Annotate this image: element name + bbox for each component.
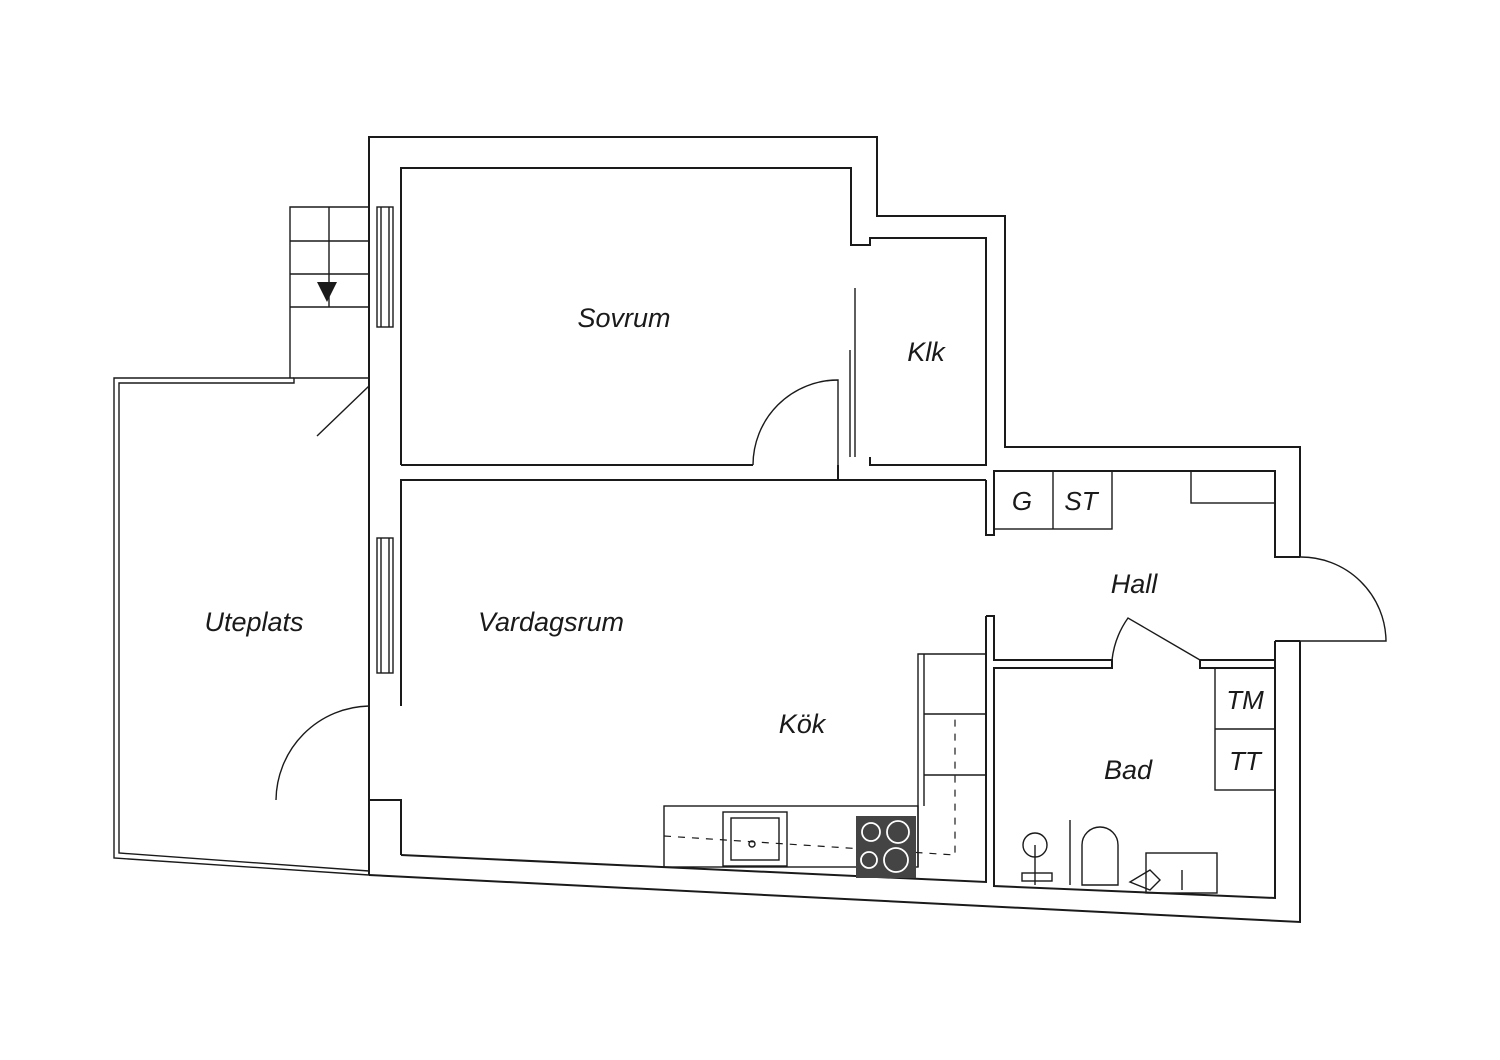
sink bbox=[722, 811, 788, 867]
stair-arrow-icon bbox=[317, 282, 337, 302]
doors bbox=[275, 288, 1387, 801]
room-label-vardagsrum: Vardagsrum bbox=[478, 607, 624, 637]
kitchen-counters bbox=[663, 653, 986, 878]
outer-walls bbox=[368, 136, 1301, 924]
fixture-label-tm: TM bbox=[1226, 685, 1264, 715]
windows bbox=[376, 206, 394, 674]
door-entrance[interactable] bbox=[1299, 556, 1387, 642]
terrace-outline bbox=[113, 206, 370, 876]
door-bathroom[interactable] bbox=[1111, 617, 1201, 661]
room-label-bad: Bad bbox=[1104, 755, 1153, 785]
room-label-sovrum: Sovrum bbox=[577, 303, 670, 333]
room-label-klk: Klk bbox=[907, 337, 946, 367]
room-label-kok: Kök bbox=[779, 709, 827, 739]
room-label-hall: Hall bbox=[1111, 569, 1159, 599]
door-terrace[interactable] bbox=[275, 705, 370, 801]
fixture-label-st: ST bbox=[1064, 486, 1099, 516]
fixture-label-g: G bbox=[1012, 486, 1032, 516]
hall-closets bbox=[993, 470, 1276, 530]
toilet bbox=[1081, 826, 1119, 886]
door-bedroom[interactable] bbox=[752, 379, 839, 466]
room-label-uteplats: Uteplats bbox=[204, 607, 303, 637]
fixture-label-tt: TT bbox=[1229, 746, 1263, 776]
bathroom-fixtures bbox=[1021, 667, 1276, 894]
